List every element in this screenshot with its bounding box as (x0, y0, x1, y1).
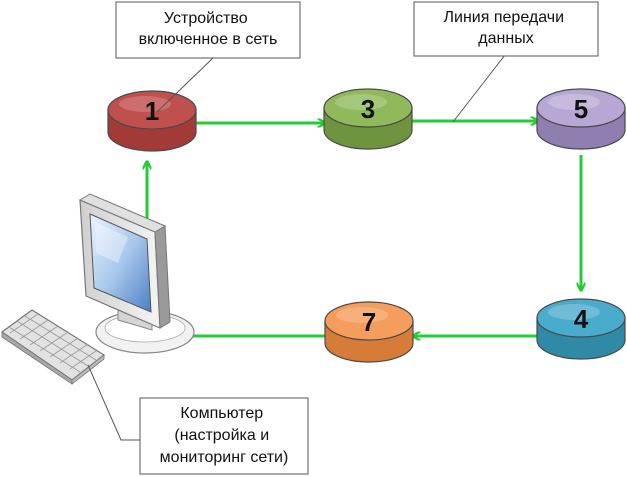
callout-pointer (87, 364, 140, 441)
callout-line: данных (478, 30, 533, 47)
node-label: 7 (362, 307, 376, 337)
callout-line: (настройка и (174, 427, 269, 444)
callout-line-transmission: Линия передачи данных (413, 1, 599, 123)
node-4: 4 (536, 298, 626, 360)
node-label: 3 (361, 94, 375, 124)
svg-text:Линия передачи данных: Линия передачи данных (444, 9, 569, 47)
callout-line: включенное в сеть (139, 31, 278, 48)
callout-line: Устройство (164, 10, 248, 27)
node-1: 1 (107, 90, 197, 152)
keyboard-icon (0, 309, 106, 385)
node-label: 1 (145, 96, 159, 126)
callout-line: Компьютер (180, 405, 263, 422)
monitor-screen (89, 213, 152, 313)
callout-pointer (452, 54, 506, 123)
node-3: 3 (323, 88, 413, 150)
node-5: 5 (536, 88, 626, 150)
callout-computer: Компьютер (настройка и мониторинг сети) (87, 364, 309, 475)
node-label: 4 (574, 304, 589, 334)
callout-line: Линия передачи (444, 9, 564, 26)
node-label: 5 (574, 94, 588, 124)
svg-text:Устройство включенное в: Устройство включенное в сеть (139, 10, 278, 48)
svg-text:Компьютер (настройка и: Компьютер (настройка и мониторинг сети) (160, 405, 289, 466)
callout-device: Устройство включенное в сеть (115, 1, 301, 113)
callout-line: мониторинг сети) (160, 449, 289, 466)
node-7: 7 (324, 301, 414, 363)
callout-pointer (156, 57, 214, 113)
computer (0, 193, 195, 385)
